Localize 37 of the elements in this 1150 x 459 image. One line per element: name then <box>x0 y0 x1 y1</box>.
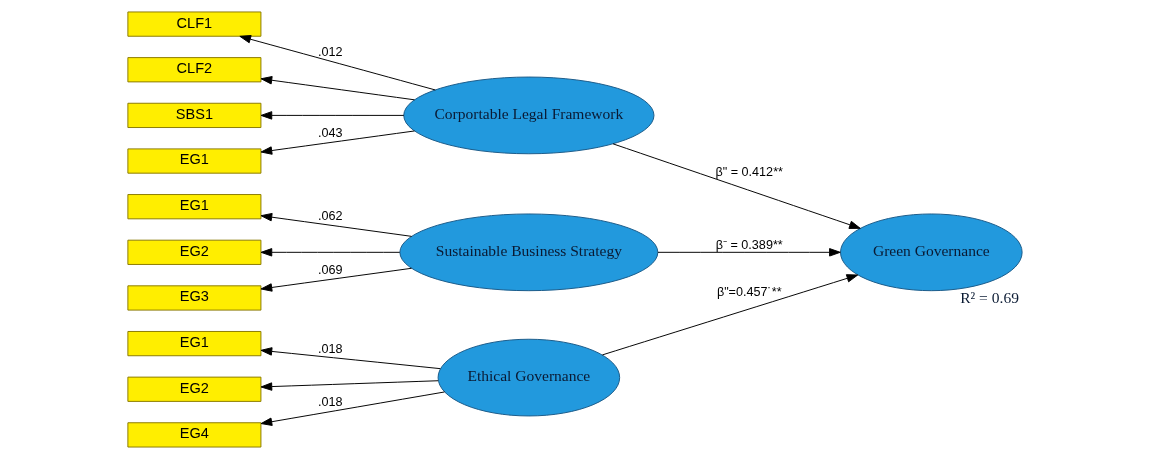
arrow <box>260 391 446 426</box>
node-box: EG1 <box>127 194 262 220</box>
arrow <box>260 267 412 292</box>
edge-label: β⁻ = 0.389** <box>715 237 783 252</box>
arrow <box>612 143 861 229</box>
edge-label: .069 <box>318 263 343 278</box>
node-label: R² = 0.69 <box>960 289 1019 307</box>
node-box: SBS1 <box>127 102 262 128</box>
node-box: EG2 <box>127 376 262 402</box>
edge-label: .012 <box>318 44 343 59</box>
arrow <box>260 347 441 370</box>
edge-label: .018 <box>318 341 343 356</box>
edge-label: .062 <box>318 208 343 223</box>
arrow <box>657 248 841 257</box>
edge-label: .043 <box>318 126 343 141</box>
edge-label: β"=0.457˙** <box>716 285 782 300</box>
arrow <box>260 111 405 120</box>
arrow <box>260 212 412 237</box>
arrow <box>239 35 436 91</box>
node-ellipse: Corportable Legal Framework <box>403 76 655 155</box>
node-box: EG1 <box>127 331 262 357</box>
node-box: CLF2 <box>127 57 262 83</box>
arrow <box>260 76 415 101</box>
node-box: EG4 <box>127 422 262 448</box>
node-ellipse: Ethical Governance <box>437 338 621 417</box>
arrow <box>601 274 859 356</box>
node-box: EG3 <box>127 285 262 311</box>
node-ellipse: Sustainable Business Strategy <box>399 213 659 292</box>
arrow <box>260 248 401 257</box>
node-box: CLF1 <box>127 11 262 37</box>
edge-label: .018 <box>318 395 343 410</box>
arrow <box>260 130 415 155</box>
arrow <box>260 380 439 391</box>
edge-label: β" = 0.412** <box>715 164 783 179</box>
node-ellipse: Green Governance <box>840 213 1023 292</box>
node-box: EG2 <box>127 239 262 265</box>
node-box: EG1 <box>127 148 262 174</box>
